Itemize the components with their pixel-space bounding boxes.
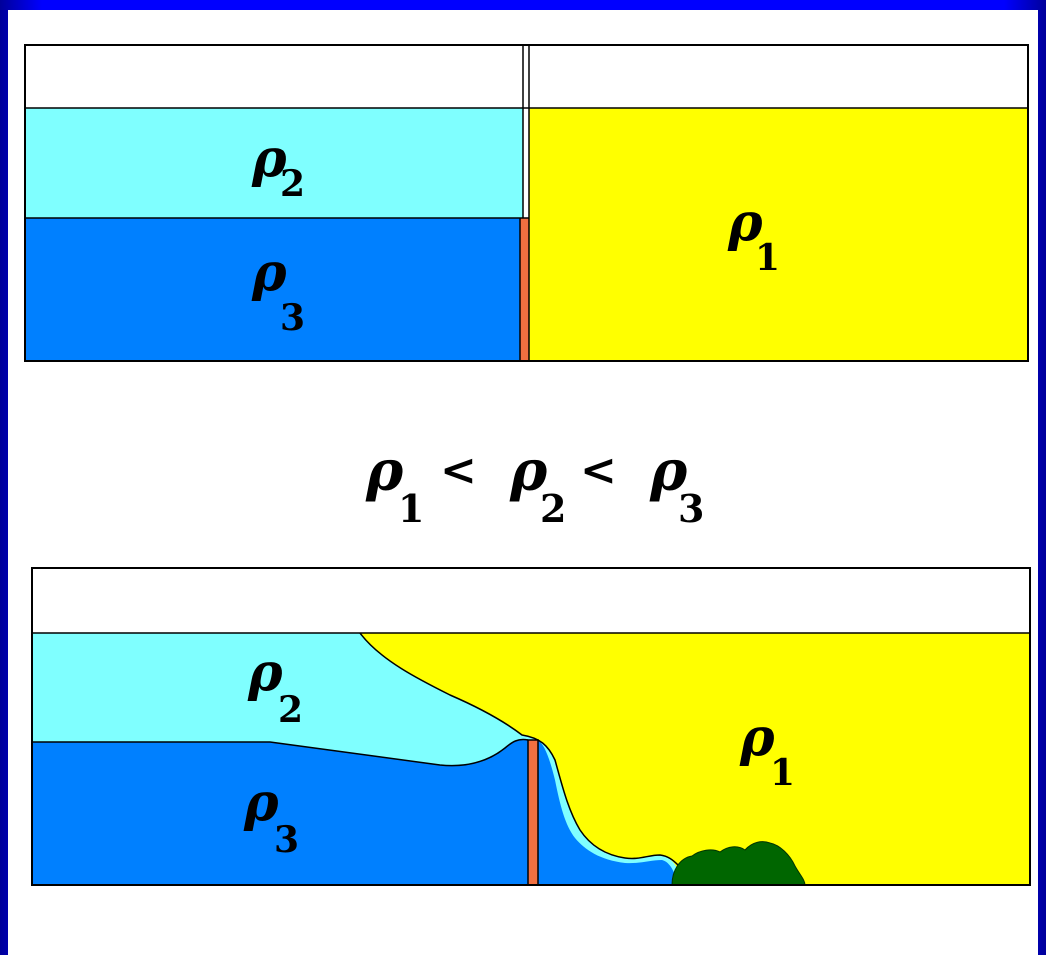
rho-symbol: ρ bbox=[649, 438, 688, 504]
rho-symbol: ρ bbox=[509, 438, 548, 504]
top-label-rho2: ρ2 bbox=[251, 128, 305, 205]
subscript: 1 bbox=[770, 752, 795, 794]
subscript: 3 bbox=[678, 486, 704, 531]
rho-symbol: ρ bbox=[243, 772, 279, 833]
top-panel-frame bbox=[24, 44, 1029, 362]
top-barrier bbox=[520, 218, 529, 361]
bottom-panel-frame bbox=[31, 567, 1031, 886]
bottom-interface-rho2-rho1 bbox=[359, 632, 679, 866]
rho-symbol: ρ bbox=[365, 438, 404, 504]
bottom-panel-air bbox=[32, 568, 1030, 633]
inequality-operator-1: < bbox=[440, 445, 477, 496]
subscript: 2 bbox=[540, 486, 566, 531]
rho-symbol: ρ bbox=[727, 192, 763, 253]
top-fluid-rho1-layer bbox=[529, 108, 1028, 361]
subscript: 1 bbox=[398, 486, 424, 531]
rho-symbol: ρ bbox=[251, 242, 287, 303]
bottom-mixing-region bbox=[672, 841, 805, 885]
bottom-mixing-outline bbox=[671, 841, 806, 886]
subscript: 2 bbox=[280, 163, 305, 205]
top-fluid-rho3-layer bbox=[25, 218, 520, 361]
bottom-fluid-rho3-layer bbox=[32, 739, 678, 885]
rho-symbol: ρ bbox=[247, 642, 283, 703]
top-panel-air bbox=[25, 45, 1028, 108]
bottom-barrier bbox=[527, 739, 539, 886]
rho-symbol: ρ bbox=[251, 128, 287, 189]
subscript: 1 bbox=[755, 237, 780, 279]
subscript: 3 bbox=[274, 819, 299, 861]
subscript: 2 bbox=[278, 689, 303, 731]
top-fluid-rho2-layer bbox=[25, 108, 523, 218]
rho-symbol: ρ bbox=[739, 707, 775, 768]
inequality-operator-2: < bbox=[580, 445, 617, 496]
subscript: 3 bbox=[280, 297, 305, 339]
bottom-interface-rho2-rho3 bbox=[32, 738, 529, 767]
